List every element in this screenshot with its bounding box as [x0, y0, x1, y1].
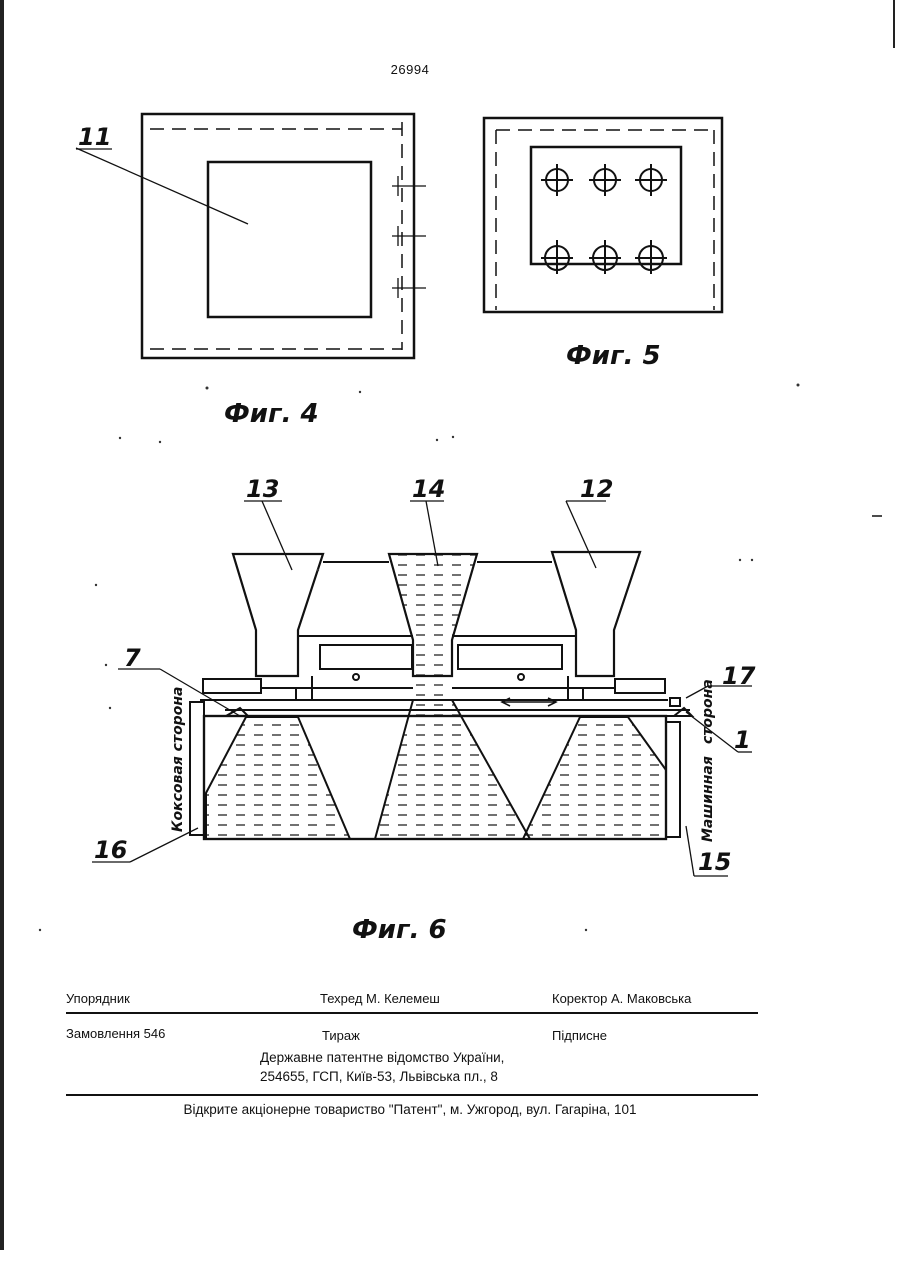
hopper-13	[233, 554, 323, 676]
corrector: Коректор А. Маковська	[552, 991, 691, 1006]
compiler-label: Упорядник	[66, 991, 130, 1006]
right-door	[666, 722, 680, 837]
patent-office-line-2: 254655, ГСП, Київ-53, Львівська пл., 8	[260, 1069, 498, 1084]
charge-pile-right	[523, 717, 666, 839]
figure-6: 13 14 12 7 17 1 16 15 Коксовая сторона с…	[92, 475, 756, 945]
patent-office-line-1: Державне патентне відомство України,	[260, 1050, 504, 1065]
hopper-14	[389, 554, 477, 676]
tech-editor: Техред М. Келемеш	[320, 991, 440, 1006]
fig5-caption: Фиг. 5	[566, 341, 661, 371]
fig6-caption: Фиг. 6	[352, 915, 447, 945]
label-14: 14	[412, 475, 445, 503]
left-door	[190, 702, 204, 835]
charge-pile-center	[375, 700, 530, 839]
subscription: Підписне	[552, 1028, 607, 1043]
side-label-coke: Коксовая сторона	[170, 687, 186, 832]
colophon-divider-1	[66, 1012, 758, 1014]
label-7: 7	[124, 644, 141, 672]
charge-pile-left	[206, 717, 350, 839]
side-label-right-top: сторона	[700, 679, 716, 744]
label-17: 17	[722, 662, 756, 690]
hopper-12	[552, 552, 640, 676]
side-label-machine: Машинная	[700, 756, 716, 842]
label-11: 11	[78, 123, 111, 151]
printer-line: Відкрите акціонерне товариство "Патент",…	[0, 1102, 820, 1117]
figure-4: 11 Фиг. 4	[76, 114, 426, 429]
order-number: Замовлення 546	[66, 1026, 165, 1041]
label-16: 16	[94, 836, 127, 864]
label-1: 1	[734, 726, 751, 754]
figure-5: Фиг. 5	[484, 118, 722, 371]
label-15: 15	[698, 848, 731, 876]
leader-11	[76, 148, 248, 224]
colophon-divider-2	[66, 1094, 758, 1096]
hole-array	[541, 164, 667, 274]
label-12: 12	[580, 475, 613, 503]
circulation: Тираж	[322, 1028, 360, 1043]
square-opening	[208, 162, 371, 317]
label-13: 13	[246, 475, 279, 503]
fig4-caption: Фиг. 4	[224, 399, 319, 429]
